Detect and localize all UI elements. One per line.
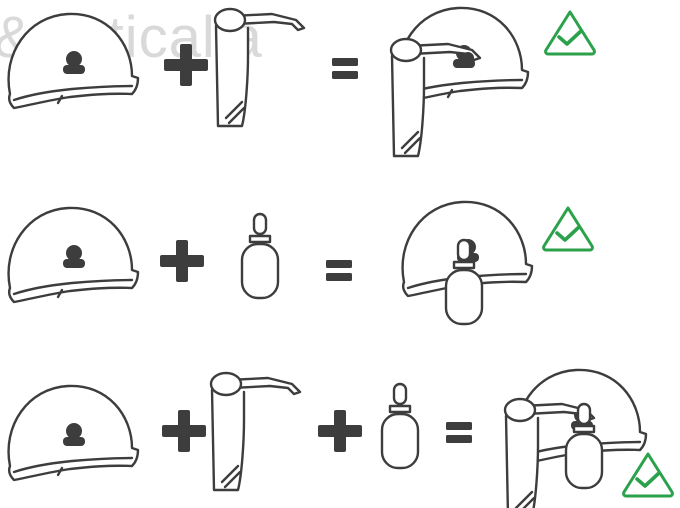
check-badge-icon — [624, 454, 673, 496]
helmet-with-face-shield-icon — [391, 8, 528, 156]
helmet-icon — [9, 208, 138, 302]
face-shield-icon — [215, 9, 304, 126]
plus-icon — [164, 44, 208, 86]
face-shield-icon — [211, 373, 300, 490]
row-3 — [9, 370, 673, 508]
helmet-with-face-shield-and-ear-muff-icon — [505, 370, 646, 508]
equals-icon — [332, 58, 358, 79]
helmet-with-ear-muff-icon — [403, 202, 532, 324]
ear-muff-icon — [382, 384, 418, 468]
row-2 — [9, 202, 593, 324]
equals-icon — [446, 422, 472, 443]
plus-icon — [160, 240, 204, 282]
ear-muff-icon — [242, 214, 278, 298]
equals-icon — [326, 260, 352, 281]
plus-icon — [318, 410, 362, 452]
row-1 — [9, 8, 595, 156]
helmet-icon — [9, 386, 138, 480]
check-badge-icon — [546, 12, 595, 54]
check-badge-icon — [544, 208, 593, 250]
helmet-icon — [9, 14, 138, 108]
plus-icon — [162, 410, 206, 452]
